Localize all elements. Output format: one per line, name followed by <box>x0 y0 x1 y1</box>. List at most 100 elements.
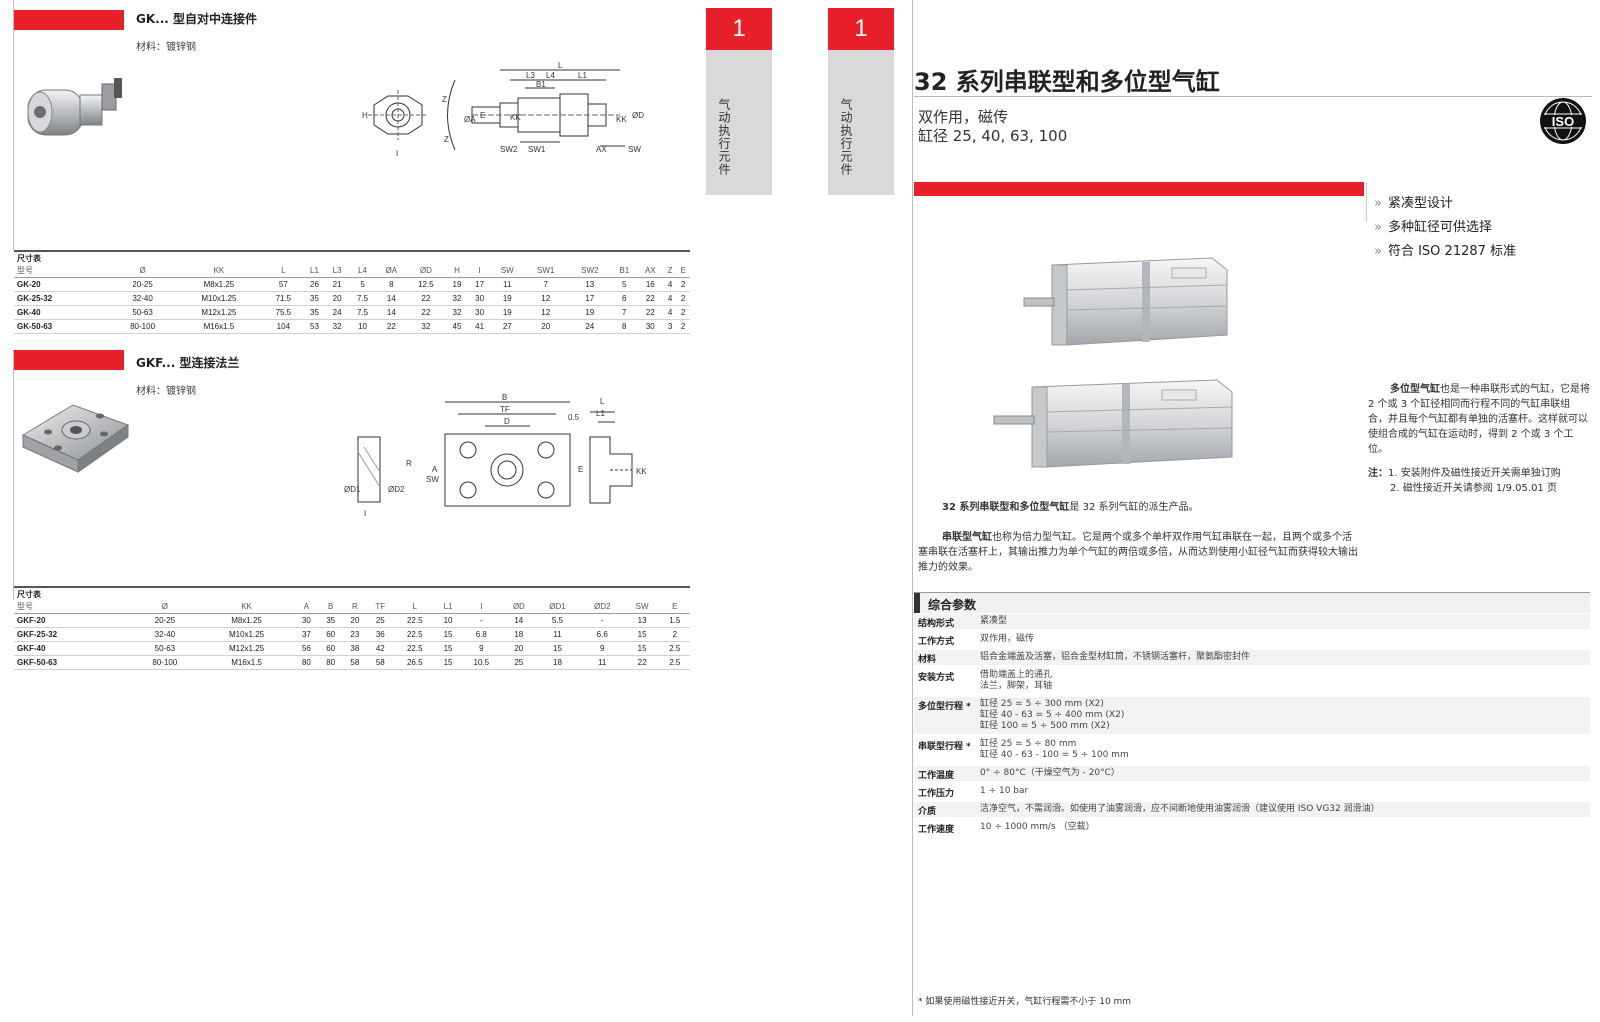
table-header-cell: B <box>318 600 343 614</box>
table-cell: 16 <box>636 277 664 292</box>
table-cell: 57 <box>263 277 304 292</box>
table-cell: 2 <box>676 291 690 306</box>
svg-text:L3: L3 <box>526 71 535 80</box>
table-cell: 41 <box>468 319 491 334</box>
arrow-icon: » <box>1374 220 1382 235</box>
table-cell: 13 <box>624 613 660 628</box>
params-header: 综合参数 <box>914 592 1590 613</box>
param-value: 1 ÷ 10 bar <box>980 786 1028 797</box>
table-cell: M10x1.25 <box>174 291 264 306</box>
feature-1: »紧凑型设计 <box>1374 196 1453 211</box>
table-cell: 6.8 <box>460 627 503 642</box>
table-cell: 11 <box>579 655 625 670</box>
table-cell: 37 <box>294 627 319 642</box>
param-value: 10 ÷ 1000 mm/s （空载） <box>980 822 1095 833</box>
table-cell: 80-100 <box>110 319 175 334</box>
param-key: 结构形式 <box>918 619 955 629</box>
table-header-cell: 型号 <box>14 264 111 278</box>
svg-text:SW: SW <box>628 145 641 154</box>
table-cell: 20 <box>342 613 367 628</box>
table-cell: 22 <box>624 655 660 670</box>
table-cell: 50-63 <box>110 305 175 320</box>
table-cell: 60 <box>318 627 343 642</box>
table-cell: GK-40 <box>14 305 111 320</box>
table-cell: 12 <box>523 305 568 320</box>
table-cell: M8x1.25 <box>174 277 264 292</box>
table-cell: 3 <box>663 319 677 334</box>
table-header-cell: ØD1 <box>535 600 580 614</box>
table-cell: 20-25 <box>130 613 199 628</box>
title-rule <box>914 96 1592 97</box>
svg-text:ØA: ØA <box>464 115 476 124</box>
table-header-cell: ØD2 <box>579 600 625 614</box>
table-cell: 7.5 <box>348 305 377 320</box>
svg-text:AX: AX <box>596 145 607 154</box>
table-cell: 15 <box>435 641 461 656</box>
svg-text:E: E <box>480 111 485 120</box>
param-value: 双作用，磁传 <box>980 634 1034 645</box>
svg-text:ØD: ØD <box>632 111 644 120</box>
left-section-tab[interactable]: 1 气动执行元件 <box>706 8 772 195</box>
table-cell: 19 <box>490 291 524 306</box>
table-cell: 71.5 <box>263 291 304 306</box>
table-header-cell: Ø <box>110 264 175 278</box>
table-cell: GKF-25-32 <box>14 627 131 642</box>
table-cell: 22 <box>636 291 664 306</box>
table-cell: 9 <box>460 641 503 656</box>
table-cell: 20 <box>502 641 536 656</box>
svg-text:SW1: SW1 <box>528 145 546 154</box>
table-cell: 5 <box>611 277 637 292</box>
gk-table-caption: 尺寸表 <box>17 253 41 263</box>
param-row: 介质洁净空气，不需润滑。如使用了油雾润滑，应不间断地使用油雾润滑（建议使用 IS… <box>914 802 1590 817</box>
subtitle-line-2: 缸径 25, 40, 63, 100 <box>918 127 1068 145</box>
feature-3: »符合 ISO 21287 标准 <box>1374 244 1517 259</box>
svg-text:I: I <box>364 509 366 518</box>
param-key: 串联型行程 * <box>918 742 971 752</box>
table-cell: M12x1.25 <box>174 305 264 320</box>
table-cell: GKF-50-63 <box>14 655 131 670</box>
table-cell: 18 <box>535 655 580 670</box>
table-cell: 4 <box>663 277 677 292</box>
param-value-line: 法兰，脚架，耳轴 <box>980 681 1053 691</box>
table-cell: 7 <box>523 277 568 292</box>
table-cell: 2.5 <box>659 641 690 656</box>
svg-text:L4: L4 <box>546 71 555 80</box>
table-cell: GKF-20 <box>14 613 131 628</box>
param-row: 多位型行程 *缸径 25 = 5 ÷ 300 mm (X2)缸径 40 - 63… <box>914 697 1590 734</box>
table-header-cell: ØD <box>406 264 446 278</box>
right-tab-label: 气动执行元件 <box>839 98 853 176</box>
table-cell: 32-40 <box>110 291 175 306</box>
param-key: 工作温度 <box>918 771 955 781</box>
iso-logo-text: ISO <box>1552 114 1574 129</box>
param-key: 工作方式 <box>918 637 955 647</box>
table-cell: 14 <box>502 613 536 628</box>
table-cell: 10.5 <box>460 655 503 670</box>
table-header-cell: TF <box>366 600 394 614</box>
table-header-cell: E <box>659 600 690 614</box>
arrow-icon: » <box>1374 244 1382 259</box>
param-key: 材料 <box>918 655 937 665</box>
svg-text:SW2: SW2 <box>500 145 518 154</box>
param-value: 借助端盖上的通孔法兰，脚架，耳轴 <box>980 670 1052 692</box>
param-row: 材料铝合金端盖及活塞，铝合金型材缸筒，不锈钢活塞杆，聚氨酯密封件 <box>914 650 1590 665</box>
param-value-line: 紧凑型 <box>980 616 1008 626</box>
table-cell: 12.5 <box>406 277 446 292</box>
table-cell: 80 <box>294 655 319 670</box>
right-section-tab[interactable]: 1 气动执行元件 <box>828 8 894 195</box>
table-cell: 1.5 <box>659 613 690 628</box>
table-cell: 26 <box>303 277 326 292</box>
gk-title: GK... 型自对中连接件 <box>136 12 258 26</box>
table-cell: 22 <box>406 291 446 306</box>
left-page-border <box>13 0 14 250</box>
table-cell: 21 <box>325 277 349 292</box>
table-cell: 32 <box>445 291 469 306</box>
multiposition-cylinder-photo <box>993 379 1233 468</box>
